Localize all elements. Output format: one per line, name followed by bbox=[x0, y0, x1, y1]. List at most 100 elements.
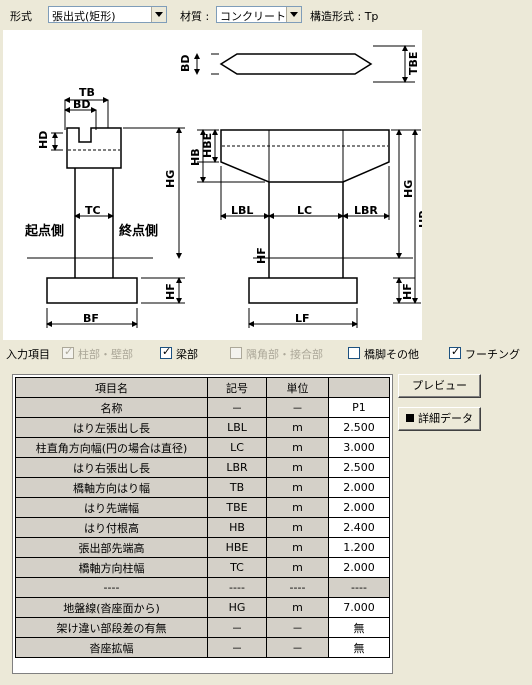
input-items-label: 入力項目 bbox=[6, 348, 50, 361]
value-cell[interactable]: P1 bbox=[328, 397, 390, 418]
label-lbl: LBL bbox=[231, 204, 253, 217]
row-header-cell: m bbox=[266, 497, 329, 518]
beam-front-shape bbox=[220, 129, 390, 183]
row-header-cell: 架け違い部段差の有無 bbox=[15, 617, 208, 638]
row-header-cell: LC bbox=[207, 437, 267, 458]
material-select-value: コンクリート bbox=[220, 10, 286, 23]
row-header-cell: m bbox=[266, 417, 329, 438]
checkbox-1[interactable]: ✓ bbox=[160, 345, 172, 359]
row-header-cell: TBE bbox=[207, 497, 267, 518]
value-cell[interactable]: 3.000 bbox=[328, 437, 390, 458]
chevron-down-icon[interactable] bbox=[151, 7, 166, 22]
label-hd: HD bbox=[37, 131, 50, 149]
row-header-cell: m bbox=[266, 457, 329, 478]
checkbox-label-1: 梁部 bbox=[176, 348, 198, 361]
label-tb: TB bbox=[79, 86, 95, 99]
value-cell[interactable]: 無 bbox=[328, 637, 390, 658]
label-start-side: 起点側 bbox=[24, 223, 64, 239]
label-hg: HG bbox=[164, 170, 177, 188]
column-header: 単位 bbox=[266, 377, 329, 398]
row-header-cell: HBE bbox=[207, 537, 267, 558]
checkbox-3[interactable] bbox=[348, 347, 360, 359]
row-header-cell: はり右張出し長 bbox=[15, 457, 208, 478]
beam-side-shape bbox=[66, 127, 122, 169]
check-icon: ✓ bbox=[64, 345, 74, 358]
column-header: 項目名 bbox=[15, 377, 208, 398]
row-header-cell: HB bbox=[207, 517, 267, 538]
label-tbe: TBE bbox=[407, 52, 420, 75]
label-hbe: HBE bbox=[201, 133, 214, 158]
value-cell[interactable]: 2.000 bbox=[328, 557, 390, 578]
value-cell[interactable]: 2.400 bbox=[328, 517, 390, 538]
row-header-cell: はり付根高 bbox=[15, 517, 208, 538]
type-select[interactable]: 張出式(矩形) bbox=[48, 6, 167, 23]
row-header-cell: ---- bbox=[207, 577, 267, 598]
row-header-cell: － bbox=[266, 397, 329, 418]
table-row: ---------------- bbox=[15, 577, 390, 598]
row-header-cell: － bbox=[266, 617, 329, 638]
label-lc: LC bbox=[297, 204, 312, 217]
checkbox-label-2: 隅角部・接合部 bbox=[246, 348, 323, 361]
column-front-shape bbox=[268, 182, 344, 278]
footing-front-shape bbox=[248, 277, 358, 304]
chevron-down-icon[interactable] bbox=[286, 7, 301, 22]
value-cell[interactable]: 1.200 bbox=[328, 537, 390, 558]
footing-side-shape bbox=[46, 277, 138, 304]
row-header-cell: LBR bbox=[207, 457, 267, 478]
row-header-cell: 地盤線(沓座面から) bbox=[15, 597, 208, 618]
type-select-value: 張出式(矩形) bbox=[52, 10, 116, 23]
column-header: 記号 bbox=[207, 377, 267, 398]
structure-type-label: 構造形式 : Tp bbox=[310, 10, 379, 23]
check-icon: ✓ bbox=[162, 345, 172, 358]
row-header-cell: 柱直角方向幅(円の場合は直径) bbox=[15, 437, 208, 458]
value-cell[interactable]: 無 bbox=[328, 617, 390, 638]
row-header-cell: 橋軸方向はり幅 bbox=[15, 477, 208, 498]
row-header-cell: m bbox=[266, 437, 329, 458]
preview-button[interactable]: プレビュー bbox=[398, 374, 481, 398]
table-header-row: 項目名記号単位 bbox=[15, 377, 390, 398]
row-header-cell: ---- bbox=[266, 577, 329, 598]
label-hp: HP bbox=[417, 211, 422, 228]
row-header-cell: TB bbox=[207, 477, 267, 498]
column-header bbox=[328, 377, 390, 398]
row-header-cell: － bbox=[266, 637, 329, 658]
row-header-cell: LBL bbox=[207, 417, 267, 438]
value-cell[interactable]: 2.500 bbox=[328, 457, 390, 478]
detail-data-button[interactable]: 詳細データ bbox=[398, 407, 481, 431]
label-lbr: LBR bbox=[354, 204, 378, 217]
type-label: 形式 bbox=[10, 10, 32, 23]
label-hf-front: HF bbox=[401, 283, 414, 300]
value-cell[interactable]: 2.500 bbox=[328, 417, 390, 438]
value-cell[interactable]: 2.000 bbox=[328, 477, 390, 498]
row-header-cell: 張出部先端高 bbox=[15, 537, 208, 558]
check-icon: ✓ bbox=[451, 345, 461, 358]
checkbox-label-4: フーチング bbox=[465, 348, 520, 361]
row-header-cell: はり先端幅 bbox=[15, 497, 208, 518]
material-label: 材質 : bbox=[180, 10, 210, 23]
pier-diagram: BD TBE TB BD HD HG TC 起点側 終点側 HF BF HB H… bbox=[3, 30, 430, 340]
checkbox-0: ✓ bbox=[62, 345, 74, 359]
row-header-cell: m bbox=[266, 557, 329, 578]
label-bd-side: BD bbox=[73, 98, 91, 111]
material-select[interactable]: コンクリート bbox=[216, 6, 302, 23]
value-cell[interactable]: ---- bbox=[328, 577, 390, 598]
checkbox-2 bbox=[230, 347, 242, 359]
table-row: 名称－－P1 bbox=[15, 397, 390, 418]
value-cell[interactable]: 2.000 bbox=[328, 497, 390, 518]
row-header-cell: ---- bbox=[15, 577, 208, 598]
label-hf: HF bbox=[164, 283, 177, 300]
checkbox-4[interactable]: ✓ bbox=[449, 345, 461, 359]
row-header-cell: HG bbox=[207, 597, 267, 618]
label-hb: HB bbox=[189, 148, 202, 166]
row-header-cell: m bbox=[266, 477, 329, 498]
label-bf: BF bbox=[83, 312, 99, 325]
value-cell[interactable]: 7.000 bbox=[328, 597, 390, 618]
row-header-cell: m bbox=[266, 597, 329, 618]
